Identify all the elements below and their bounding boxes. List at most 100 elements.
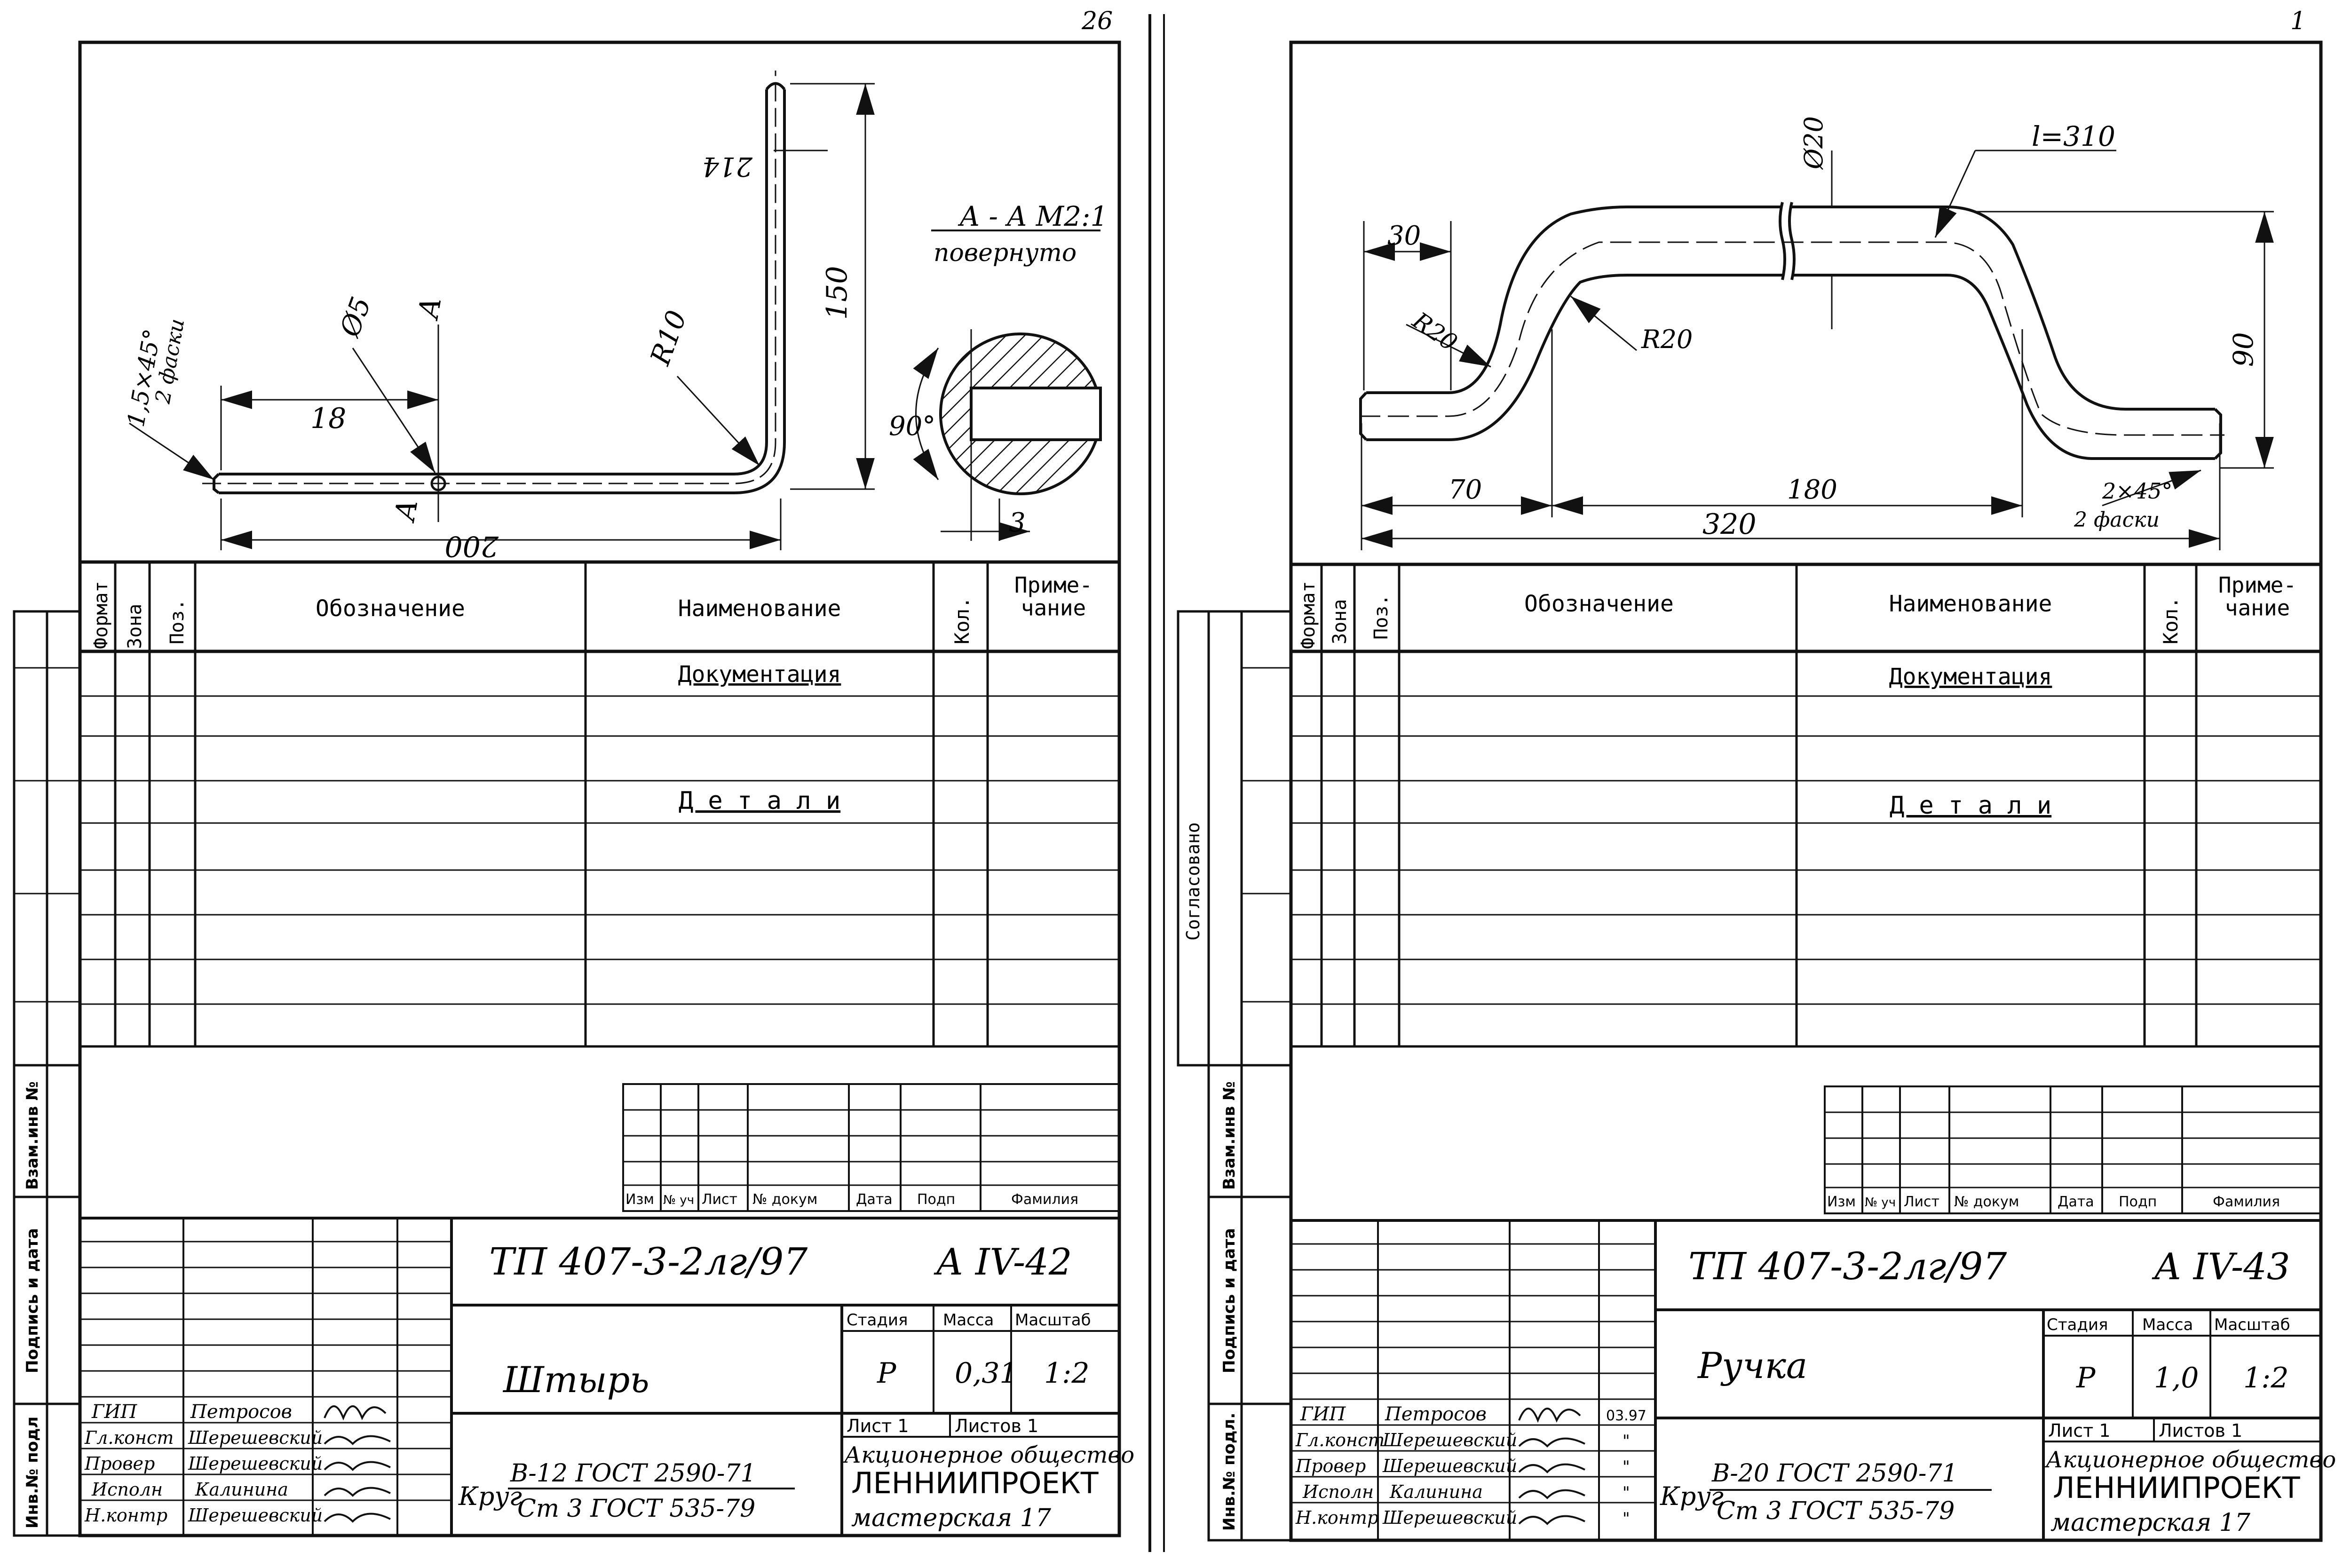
org-line-3: мастерская 17: [851, 1504, 1052, 1532]
rev-hdr: № докум: [752, 1191, 817, 1208]
rev-hdr: № уч: [1865, 1196, 1896, 1210]
dim-70: 70: [1449, 475, 1482, 505]
dim-diameter: Ø5: [333, 293, 377, 341]
title-block: [79, 1217, 1121, 1537]
title-block: [1290, 1219, 2322, 1542]
hdr-name: Наименование: [1889, 591, 2052, 617]
dim-radius: R10: [644, 306, 693, 370]
rev-hdr: № докум: [1954, 1194, 2019, 1210]
material-bottom: Ст 3 ГОСТ 535-79: [517, 1495, 755, 1523]
hdr-qty: Кол.: [950, 597, 974, 644]
hdr-pos: Поз.: [166, 599, 188, 644]
chamfer-label: 2×45°: [2102, 478, 2172, 504]
rev-hdr: Подп: [917, 1191, 955, 1208]
role: Н.контр: [84, 1505, 167, 1526]
chamfer-note: 2 фаски: [2074, 508, 2160, 532]
person: Калинина: [195, 1479, 288, 1500]
org-line-1: Акционерное общество: [843, 1442, 1134, 1468]
person: Калинина: [1389, 1481, 1483, 1502]
material-prefix: Круг: [1660, 1481, 1724, 1511]
side-label: Инв.№ подл: [23, 1417, 42, 1528]
sheet-no: Лист 1: [2048, 1420, 2111, 1441]
side-label: Взам.инв №: [1220, 1081, 1239, 1190]
role: ГИП: [91, 1401, 137, 1423]
dim-320: 320: [1702, 508, 1757, 541]
role: Исполн: [91, 1479, 163, 1500]
stage-label: Стадия: [847, 1311, 908, 1330]
hdr-note: Приме-чание: [1014, 572, 1092, 620]
dim-180: 180: [1787, 475, 1837, 505]
person: Шерешевский: [1382, 1456, 1517, 1476]
rev-hdr: Изм: [625, 1191, 654, 1208]
doc-code: ТП 407-3-2лг/97: [489, 1240, 807, 1283]
hdr-designation: Обозначение: [1524, 591, 1674, 617]
sheet-1: 200 18 150 214 R10 Ø5 А А 1,5×45° 2 фаск…: [13, 40, 1134, 1537]
hdr-designation: Обозначение: [316, 595, 465, 622]
dim-30: 30: [1387, 221, 1421, 251]
dim-214: 214: [702, 151, 753, 182]
rev-hdr: № уч: [663, 1193, 694, 1207]
hdr-format: Формат: [1298, 581, 1319, 649]
stage-label: Стадия: [2047, 1315, 2108, 1334]
dim-150: 150: [821, 266, 854, 320]
handle-outline-upper: [1366, 206, 2215, 411]
material-top: В-12 ГОСТ 2590-71: [510, 1459, 756, 1488]
person: Шерешевский: [188, 1505, 323, 1526]
signatures: [1518, 1408, 1585, 1525]
section-documentation: Документация: [678, 661, 841, 688]
section-hole: 3: [1009, 507, 1026, 538]
sign-date: ": [1623, 1457, 1630, 1476]
pin-outline: [213, 82, 786, 494]
sign-date: ": [1623, 1509, 1630, 1528]
hdr-name: Наименование: [678, 595, 841, 622]
hdr-note: Приме-чание: [2218, 572, 2296, 620]
revision-table: [1824, 1085, 2322, 1214]
org-line-3: мастерская 17: [2050, 1509, 2251, 1537]
mass-value: 1,0: [2154, 1362, 2199, 1394]
scale-label: Масштаб: [2214, 1315, 2290, 1334]
part-name: Ручка: [1697, 1345, 1807, 1386]
revision-table: [622, 1083, 1120, 1212]
left-margin: [1177, 610, 1292, 1542]
side-label: Инв.№ подл.: [1220, 1413, 1239, 1531]
mass-label: Масса: [2142, 1315, 2193, 1334]
scale-label: Масштаб: [1015, 1311, 1091, 1330]
section-parts: Д е т а л и: [679, 787, 840, 815]
side-label: Взам.инв №: [23, 1081, 42, 1190]
dim-18: 18: [310, 402, 346, 435]
section-parts: Д е т а л и: [1890, 792, 2051, 820]
scale-value: 1:2: [1044, 1357, 1090, 1390]
sheets-total: Листов 1: [955, 1416, 1038, 1436]
dim-200: 200: [444, 530, 499, 562]
scale-value: 1:2: [2243, 1362, 2289, 1394]
mass-value: 0,31: [955, 1357, 1018, 1390]
sheet-2: 320 70 180 30 90 l=310 Ø20 R20 R20 2×45°…: [1177, 40, 2336, 1542]
person: Шерешевский: [188, 1453, 323, 1474]
dim-90: 90: [2227, 332, 2259, 367]
stage-value: Р: [877, 1357, 897, 1390]
spec-table: [1291, 562, 2321, 1048]
dim-length: l=310: [2032, 120, 2115, 152]
hdr-zone: Зона: [124, 604, 146, 649]
doc-code: ТП 407-3-2лг/97: [1688, 1244, 2007, 1288]
side-label: Подпись и дата: [23, 1228, 42, 1373]
dim-diameter: Ø20: [1799, 116, 1828, 170]
rev-hdr: Подп: [2119, 1194, 2157, 1210]
left-margin: [13, 610, 81, 1537]
handle-outline-lower: [1366, 274, 2215, 460]
part-drawing-pin: [129, 71, 875, 550]
rev-hdr: Лист: [702, 1191, 737, 1208]
rev-hdr: Лист: [1904, 1194, 1939, 1210]
rev-hdr: Фамилия: [1011, 1191, 1078, 1208]
dim-radius-inner: R20: [1641, 325, 1693, 354]
signatures: [324, 1405, 391, 1523]
role: Провер: [1295, 1456, 1366, 1476]
pin-centerline: [202, 71, 776, 484]
mass-label: Масса: [943, 1311, 994, 1330]
sheet-code: А IV-43: [2152, 1246, 2290, 1288]
rev-hdr: Фамилия: [2213, 1194, 2280, 1210]
page-mark-right: 1: [2290, 7, 2306, 35]
person: Шерешевский: [1382, 1430, 1517, 1450]
material-top: В-20 ГОСТ 2590-71: [1711, 1459, 1958, 1488]
